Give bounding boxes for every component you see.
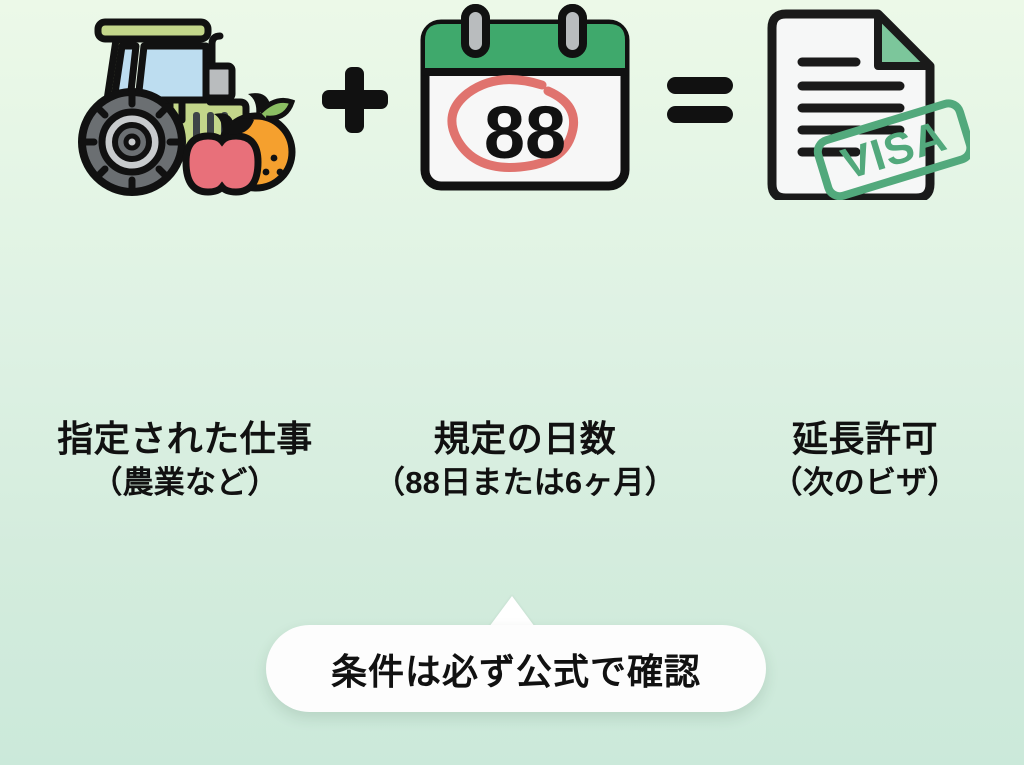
- operator-plus: [300, 0, 410, 200]
- step-1-label-main: 指定された仕事: [57, 418, 313, 459]
- step-3-label: 延長許可 （次のビザ）: [730, 418, 1000, 503]
- step-2-label: 規定の日数 （88日または6ヶ月）: [365, 418, 685, 503]
- document-lines-icon: [797, 57, 905, 157]
- step-1-label: 指定された仕事 （農業など）: [35, 418, 335, 503]
- calendar-number: 88: [484, 91, 566, 174]
- banner-pill: 条件は必ず公式で確認: [266, 625, 766, 712]
- calendar-88-icon: 88: [420, 4, 630, 191]
- apple-icon: [182, 113, 262, 196]
- step-1-icon: [60, 0, 310, 200]
- step-2-label-main: 規定の日数: [433, 418, 617, 459]
- banner-tail-icon: [489, 596, 535, 627]
- tractor-fruit-icon: [78, 18, 296, 196]
- plus-icon: [322, 67, 388, 133]
- step-3-icon: VISA: [760, 0, 975, 203]
- visa-stamp-icon: VISA: [813, 99, 975, 201]
- step-2-icon: 88: [410, 0, 640, 200]
- banner-text: 条件は必ず公式で確認: [330, 650, 701, 692]
- callout-banner: 条件は必ず公式で確認: [0, 596, 1024, 721]
- icon-row: 88: [0, 0, 1024, 203]
- equals-icon: [667, 77, 733, 123]
- operator-equals: [645, 0, 755, 200]
- document-visa-icon: VISA: [767, 9, 975, 203]
- step-1-label-sub: （農業など）: [91, 464, 279, 500]
- step-3-label-sub: （次のビザ）: [771, 464, 959, 500]
- step-3-label-main: 延長許可: [791, 418, 938, 459]
- step-2-label-sub: （88日または6ヶ月）: [374, 464, 676, 500]
- label-row: 指定された仕事 （農業など） 規定の日数 （88日または6ヶ月） 延長許可 （次…: [0, 418, 1024, 528]
- tractor-wheel-icon: [78, 88, 186, 196]
